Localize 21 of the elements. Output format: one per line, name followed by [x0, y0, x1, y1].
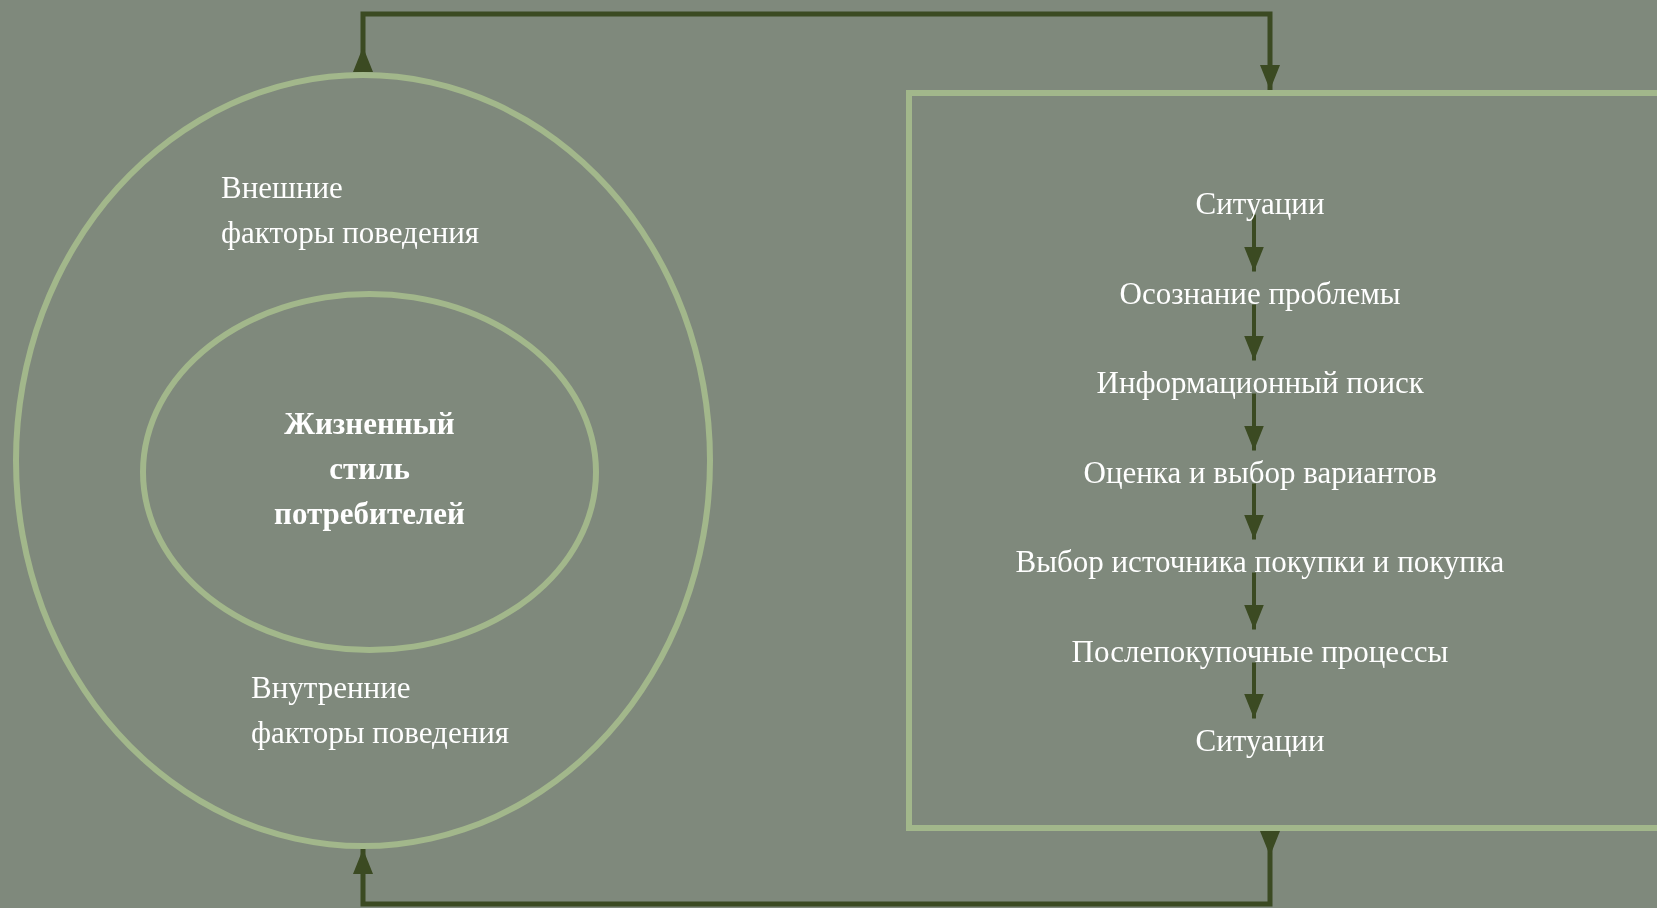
step-label: Ситуации — [1195, 718, 1325, 764]
inner-ellipse — [140, 291, 599, 653]
arrow — [1244, 483, 1264, 540]
arrow — [1244, 214, 1264, 272]
step-label: Информационный поиск — [1096, 360, 1424, 406]
arrow — [353, 11, 1280, 90]
arrow — [1244, 572, 1264, 630]
step-label: Оценка и выбор вариантов — [1083, 450, 1437, 496]
factor-label: Внешние факторы поведения — [221, 169, 480, 252]
outer-circle — [13, 72, 713, 849]
arrow — [1244, 393, 1264, 451]
arrow — [353, 831, 1280, 907]
arrow — [1244, 304, 1264, 361]
step-label: Послепокупочные процессы — [1071, 629, 1449, 675]
arrow — [1244, 662, 1264, 719]
step-label: Ситуации — [1195, 181, 1325, 227]
process-frame — [906, 90, 1657, 831]
step-label: Выбор источника покупки и покупка — [1015, 539, 1505, 585]
step-label: Осознание проблемы — [1119, 271, 1401, 317]
center-label: Жизненный стиль потребителей — [273, 405, 466, 533]
factor-label: Внутренние факторы поведения — [251, 669, 510, 752]
